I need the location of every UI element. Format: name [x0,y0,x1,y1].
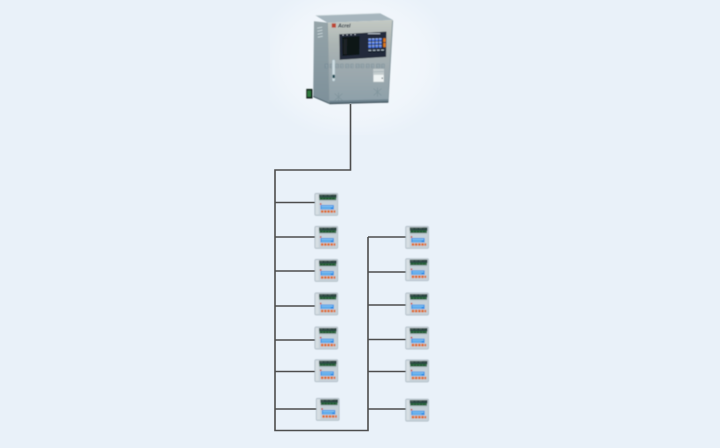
svg-text:Acrel: Acrel [337,23,351,29]
